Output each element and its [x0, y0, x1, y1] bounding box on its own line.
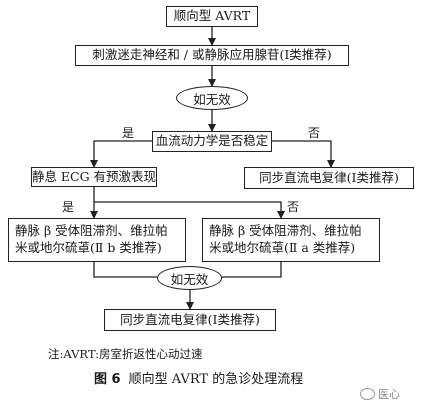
edge-label-no-2: 否 [287, 200, 300, 214]
edge-label-yes-1: 是 [122, 126, 135, 140]
node-cardioversion-1: 同步直流电复律(Ⅰ类推荐) [244, 167, 414, 189]
figure-caption: 图 6 顺向型 AVRT 的急诊处理流程 [94, 368, 303, 387]
drugs-iia-line-1: 静脉 β 受体阻滞剂、维拉帕 [209, 223, 362, 239]
edge-hemo-no [272, 140, 335, 168]
node-cardioversion-2: 同步直流电复律(Ⅰ类推荐) [104, 309, 276, 331]
chat-bubble-icon [360, 388, 375, 400]
figure-number: 图 6 [94, 372, 121, 387]
edge-drugs2-merge [222, 262, 282, 278]
node-ineffective-2: 如无效 [157, 266, 222, 290]
node-ecg-preexcitation: 静息 ECG 有预激表现 [31, 167, 157, 187]
node-drugs-iib: 静脉 β 受体阻滞剂、维拉帕 米或地尔硫䓬(Ⅱ b 类推荐) [8, 218, 186, 262]
node-vagal-adenosine: 刺激迷走神经和 / 或静脉应用腺苷(Ⅰ类推荐) [75, 45, 349, 66]
edge-hemo-yes [90, 140, 152, 168]
watermark-text: 医心 [378, 388, 400, 401]
figure-caption-text: 顺向型 AVRT 的急诊处理流程 [128, 372, 304, 387]
edge-ecg-no [94, 201, 285, 219]
node-ineffective-1: 如无效 [176, 86, 248, 110]
edge-label-no-1: 否 [308, 126, 321, 140]
edge-drugs1-merge [93, 262, 157, 278]
watermark: 医心 [360, 386, 400, 402]
edge-label-yes-2: 是 [62, 200, 75, 214]
drugs-iib-line-2: 米或地尔硫䓬(Ⅱ b 类推荐) [15, 240, 162, 255]
footnote: 注:AVRT:房室折返性心动过速 [48, 347, 203, 361]
node-start-avrt: 顺向型 AVRT [166, 6, 258, 27]
node-hemodynamics-decision: 血流动力学是否稳定 [152, 131, 272, 152]
drugs-iib-line-1: 静脉 β 受体阻滞剂、维拉帕 [15, 223, 168, 239]
drugs-iia-line-2: 米或地尔硫䓬(Ⅱ a 类推荐) [209, 240, 356, 255]
node-drugs-iia: 静脉 β 受体阻滞剂、维拉帕 米或地尔硫䓬(Ⅱ a 类推荐) [202, 218, 380, 262]
